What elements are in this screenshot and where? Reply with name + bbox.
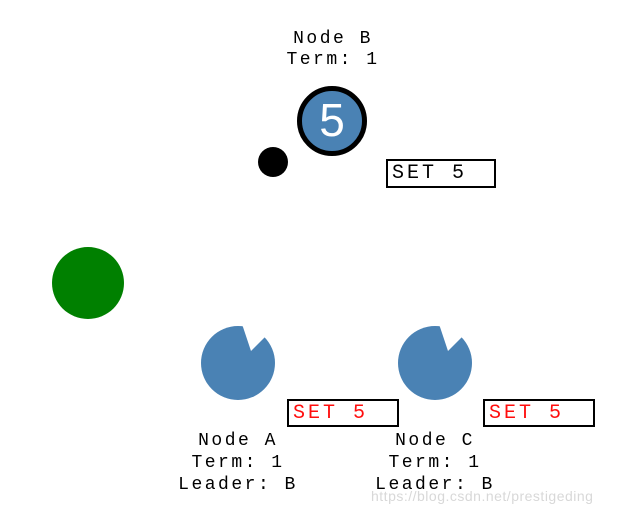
client-circle[interactable] [52,247,124,319]
follower-node-shape [201,326,275,400]
leader-message-text: SET 5 [392,162,468,185]
leader-node-label: Node B Term: 1 [223,29,443,71]
follower-c-node-leader: Leader: B [375,475,495,495]
leader-message-box: SET 5 [386,159,496,188]
watermark: https://blog.csdn.net/prestigeding [371,488,594,504]
follower-c-node-term: Term: 1 [388,453,482,473]
follower-a-node-leader: Leader: B [178,475,298,495]
message-dot [258,147,288,177]
follower-a-message-text: SET 5 [293,401,369,425]
follower-c-node-label: Node C Term: 1 Leader: B [325,430,545,496]
leader-node-circle[interactable]: 5 [297,86,367,156]
leader-node-term: Term: 1 [286,50,380,70]
follower-c-node-circle[interactable] [398,326,472,400]
follower-c-node-name: Node C [395,431,475,451]
follower-a-node-name: Node A [198,431,278,451]
follower-c-message-box: SET 5 [483,399,595,427]
follower-c-message-text: SET 5 [489,401,565,425]
follower-node-shape [398,326,472,400]
leader-node-name: Node B [293,29,373,49]
follower-a-node-term: Term: 1 [191,453,285,473]
follower-a-message-box: SET 5 [287,399,399,427]
leader-log-value: 5 [319,94,345,146]
follower-a-node-circle[interactable] [201,326,275,400]
follower-a-node-label: Node A Term: 1 Leader: B [128,430,348,496]
